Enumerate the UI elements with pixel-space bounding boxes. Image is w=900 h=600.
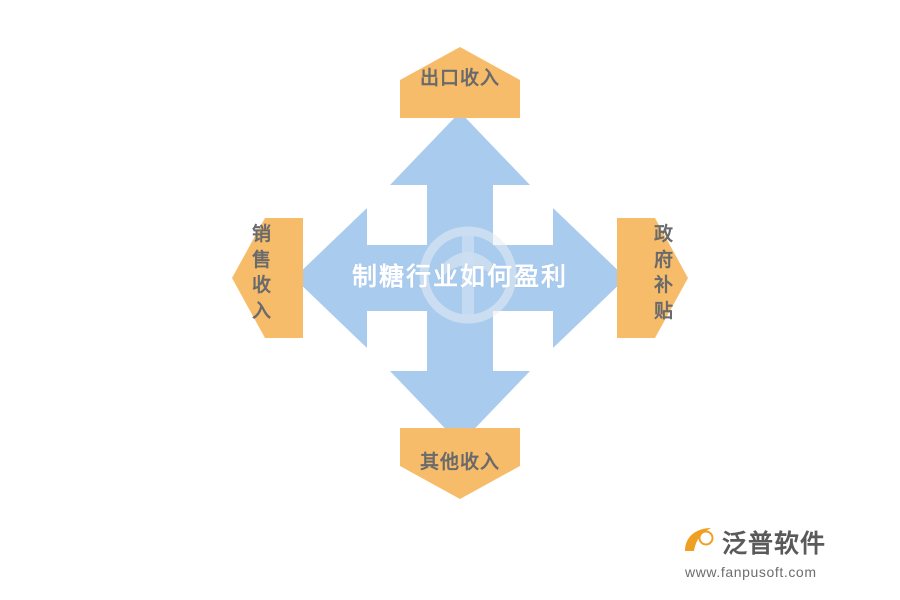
brand-logo: 泛普软件 www.fanpusoft.com	[682, 524, 882, 586]
brand-url: www.fanpusoft.com	[685, 564, 817, 580]
node-label-bottom: 其他收入	[419, 452, 500, 473]
node-shape-bottom[interactable]	[400, 428, 520, 499]
node-shape-right[interactable]	[617, 218, 688, 338]
brand-mark-icon	[682, 525, 716, 559]
brand-name: 泛普软件	[722, 531, 827, 558]
node-label-top: 出口收入	[419, 68, 500, 89]
center-title: 制糖行业如何盈利	[351, 264, 568, 291]
node-label-left: 销售收入	[251, 224, 272, 322]
node-shape-top[interactable]	[400, 47, 520, 118]
node-shape-left[interactable]	[232, 218, 303, 338]
node-label-right: 政府补贴	[653, 224, 674, 322]
